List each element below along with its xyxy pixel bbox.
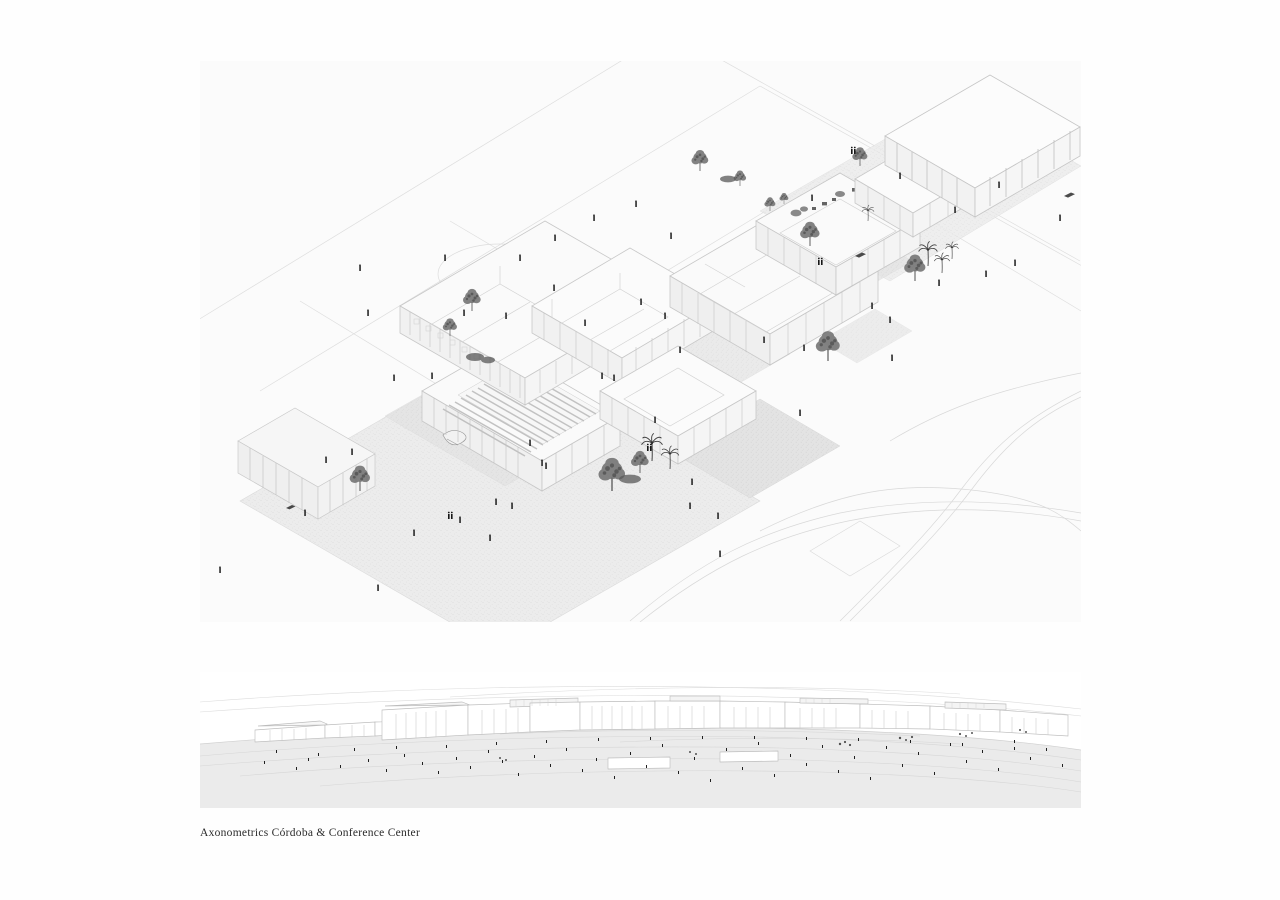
grand-piano	[442, 430, 467, 446]
vegetation	[349, 146, 959, 492]
axonometric-drawing	[200, 61, 1081, 622]
perspective-crowd-clusters	[499, 729, 1027, 761]
path-clearing	[809, 520, 901, 577]
perspective-drawing	[200, 672, 1081, 808]
figure-groups	[447, 146, 856, 519]
axonometric-panel	[200, 61, 1081, 622]
sheet-caption: Axonometrics Córdoba & Conference Center	[200, 827, 421, 839]
pavilion-west	[237, 407, 376, 520]
clerestory-ticks	[515, 699, 985, 708]
perspective-figures	[264, 736, 1063, 782]
east-courtyard	[819, 308, 913, 364]
landscape-paths	[629, 372, 1081, 622]
perspective-buildings	[254, 695, 1069, 770]
courtyard-block-b	[599, 345, 757, 465]
perspective-fenestration	[269, 706, 1049, 741]
pavilion-east	[884, 74, 1081, 218]
vehicles	[286, 192, 1075, 510]
perspective-panel	[200, 672, 1081, 808]
